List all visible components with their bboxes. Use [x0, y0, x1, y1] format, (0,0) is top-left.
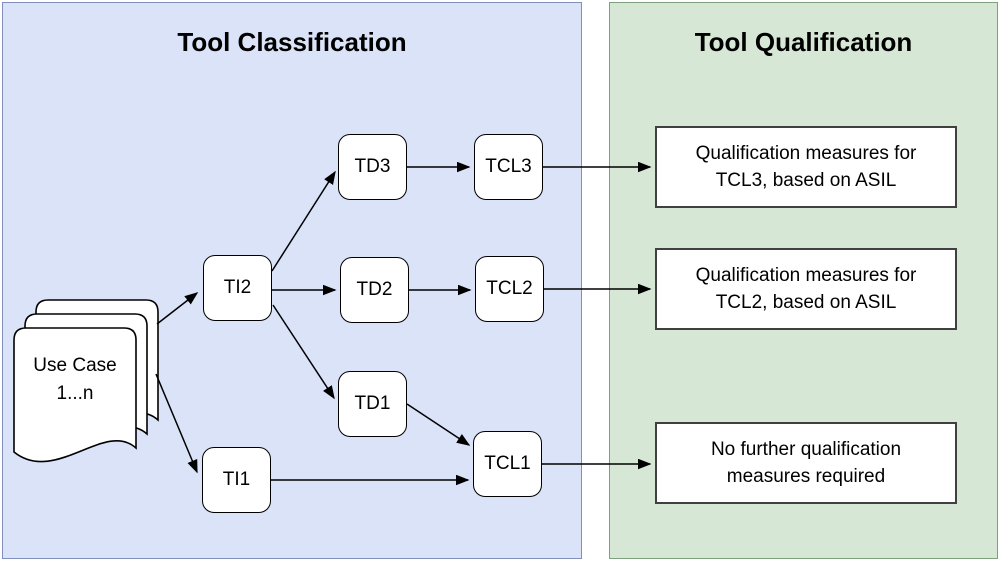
node-tcl2-label: TCL2 [486, 278, 533, 299]
tool-qualification-title: Tool Qualification [694, 27, 913, 57]
use-case-label-line1: Use Case [33, 355, 117, 376]
node-td2: TD2 [340, 257, 409, 323]
node-td1: TD1 [338, 371, 407, 437]
node-tcl3: TCL3 [474, 134, 543, 200]
qualification-box-tcl1: No further qualification measures requir… [655, 422, 957, 504]
use-case-label-line2: 1...n [56, 383, 94, 404]
node-tcl1: TCL1 [473, 431, 542, 497]
node-td2-label: TD2 [356, 279, 393, 300]
node-ti2: TI2 [203, 255, 272, 321]
qualification-box-tcl2-line1: Qualification measures for [695, 265, 917, 286]
qualification-box-tcl3: Qualification measures for TCL3, based o… [655, 126, 957, 208]
use-case-label: Use Case 1...n [14, 352, 136, 408]
node-ti1: TI1 [202, 447, 271, 513]
node-td3: TD3 [338, 134, 407, 200]
qualification-box-tcl3-line1: Qualification measures for [695, 143, 917, 164]
qualification-box-tcl3-line2: TCL3, based on ASIL [715, 170, 897, 191]
node-ti2-label: TI2 [223, 277, 252, 298]
qualification-box-tcl1-line1: No further qualification [710, 439, 902, 460]
qualification-box-tcl2: Qualification measures for TCL2, based o… [655, 248, 957, 330]
node-tcl1-label: TCL1 [484, 453, 531, 474]
node-ti1-label: TI1 [222, 469, 251, 490]
node-tcl2: TCL2 [475, 256, 544, 322]
node-td3-label: TD3 [354, 156, 391, 177]
node-td1-label: TD1 [354, 393, 391, 414]
tool-classification-title: Tool Classification [177, 27, 407, 57]
node-tcl3-label: TCL3 [485, 156, 532, 177]
qualification-box-tcl2-line2: TCL2, based on ASIL [715, 292, 897, 313]
qualification-box-tcl1-line2: measures required [726, 466, 886, 487]
